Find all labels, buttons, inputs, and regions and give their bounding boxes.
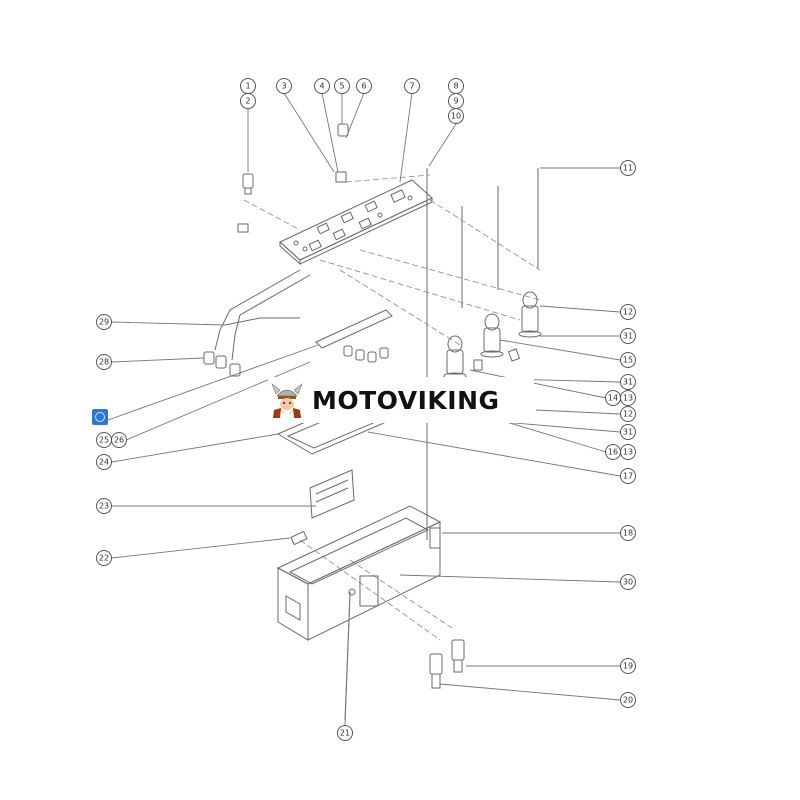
small-switch-block [237,223,249,233]
svg-text:28: 28 [99,358,109,367]
callout-8: 8 [448,78,464,94]
joystick-14 [443,335,467,380]
callout-1: 1 [240,78,256,94]
svg-text:9: 9 [453,97,458,106]
svg-text:14: 14 [608,394,618,403]
callout-20: 20 [620,692,636,708]
svg-text:20: 20 [623,696,633,705]
callout-19: 19 [620,658,636,674]
cable-harness [203,269,311,377]
brand-name: MOTOVIKING [312,385,500,415]
joystick-15 [480,313,504,358]
callout-28: 28 [96,354,112,370]
svg-text:31: 31 [623,378,633,387]
svg-text:16: 16 [608,448,618,457]
svg-text:24: 24 [99,458,109,467]
switch-1 [242,173,254,195]
svg-text:13: 13 [623,448,633,457]
callout-16: 16 [605,444,621,460]
callout-13-a: 13 [620,390,636,406]
callout-24: 24 [96,454,112,470]
callout-31-c: 31 [620,424,636,440]
svg-text:13: 13 [623,394,633,403]
callout-18: 18 [620,525,636,541]
callout-30: 30 [620,574,636,590]
connector-bar [315,309,393,363]
svg-text:10: 10 [451,112,461,121]
svg-text:6: 6 [361,82,366,91]
callout-10: 10 [448,108,464,124]
callout-26: 26 [111,432,127,448]
callout-5: 5 [334,78,350,94]
svg-text:26: 26 [114,436,124,445]
callout-12: 12 [620,304,636,320]
svg-text:12: 12 [623,410,633,419]
callout-3: 3 [276,78,292,94]
callout-17: 17 [620,468,636,484]
callout-7: 7 [404,78,420,94]
svg-text:30: 30 [623,578,633,587]
svg-text:15: 15 [623,356,633,365]
callout-15: 15 [620,352,636,368]
callout-21: 21 [337,725,353,741]
callout-25: 25 [96,432,112,448]
svg-text:29: 29 [99,318,109,327]
svg-text:22: 22 [99,554,109,563]
svg-text:5: 5 [339,82,344,91]
svg-text:31: 31 [623,332,633,341]
callout-13-b: 13 [620,444,636,460]
callout-31-b: 31 [620,374,636,390]
svg-text:4: 4 [319,82,324,91]
callout-12-b: 12 [620,406,636,422]
circuit-board [309,469,355,519]
callout-6: 6 [356,78,372,94]
svg-text:2: 2 [245,97,250,106]
handle-20 [429,653,443,689]
svg-text:17: 17 [623,472,633,481]
svg-text:7: 7 [409,82,414,91]
svg-text:23: 23 [99,502,109,511]
callout-14: 14 [605,390,621,406]
svg-text:8: 8 [453,82,458,91]
svg-text:19: 19 [623,662,633,671]
handle-19 [451,639,465,673]
svg-text:12: 12 [623,308,633,317]
viking-logo-icon [271,383,303,418]
svg-text:25: 25 [99,436,109,445]
svg-text:1: 1 [245,82,250,91]
svg-text:18: 18 [623,529,633,538]
joystick-12 [518,291,542,338]
svg-text:31: 31 [623,428,633,437]
callout-23: 23 [96,498,112,514]
svg-text:3: 3 [281,82,286,91]
selected-callout-marker[interactable] [92,409,108,425]
brand-watermark: MOTOVIKING [268,377,534,423]
callout-31-a: 31 [620,328,636,344]
callout-2: 2 [240,93,256,109]
callout-29: 29 [96,314,112,330]
callout-11: 11 [620,160,636,176]
callout-22: 22 [96,550,112,566]
console-box [276,505,442,641]
svg-text:21: 21 [340,729,350,738]
svg-text:11: 11 [623,164,633,173]
leader-lines [107,92,621,726]
callout-4: 4 [314,78,330,94]
callout-9: 9 [448,93,464,109]
switch-4-5 [335,123,349,183]
top-panel-plate [279,179,433,266]
